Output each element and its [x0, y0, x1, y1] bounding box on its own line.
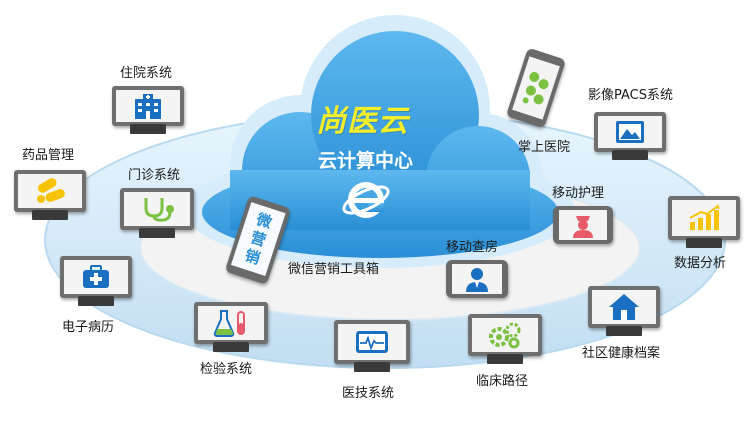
- tablet-mobile-nursing: [553, 206, 613, 244]
- growth-chart-icon: [689, 204, 720, 230]
- nurse-icon: [573, 216, 593, 238]
- label-data-analysis: 数据分析: [674, 256, 727, 271]
- stethoscope-icon: [144, 198, 174, 222]
- monitor-pacs: [594, 112, 666, 160]
- monitor-lab: [194, 302, 268, 352]
- monitor-pharmacy: [14, 170, 86, 220]
- ie-logo-icon: [342, 182, 390, 218]
- label-mobile-rounds: 移动查房: [446, 240, 499, 255]
- people-group-icon: [522, 71, 549, 105]
- label-medical-tech: 医技系统: [342, 386, 395, 401]
- monitor-emr: [60, 256, 132, 306]
- label-mobile-hospital: 掌上医院: [518, 140, 571, 155]
- gears-icon: [489, 322, 521, 349]
- label-pacs: 影像PACS系统: [588, 88, 674, 103]
- monitor-outpatient: [120, 188, 194, 238]
- image-icon: [616, 121, 644, 143]
- cloud-subtitle: 云计算中心: [318, 150, 414, 172]
- label-mobile-nursing: 移动护理: [552, 186, 605, 201]
- home-icon: [609, 294, 639, 320]
- label-clinical-path: 临床路径: [476, 374, 529, 389]
- doctor-icon: [466, 268, 488, 292]
- medical-kit-icon: [83, 265, 109, 288]
- label-lab: 检验系统: [200, 362, 253, 377]
- phone-mobile-hospital: [505, 47, 567, 129]
- lab-flask-icon: [213, 310, 245, 337]
- wechat-char-3: 销: [242, 245, 263, 268]
- hospital-icon: [135, 94, 161, 119]
- monitor-medical-tech: [334, 320, 410, 372]
- label-community-health: 社区健康档案: [582, 346, 661, 361]
- monitor-clinical-path: [468, 314, 542, 364]
- label-inpatient: 住院系统: [120, 66, 173, 81]
- monitor-community-health: [588, 286, 660, 336]
- label-pharmacy: 药品管理: [22, 148, 75, 163]
- monitor-inpatient: [112, 86, 184, 134]
- brand-title: 尚医云: [316, 104, 409, 139]
- ecg-monitor-icon: [356, 331, 388, 353]
- label-outpatient: 门诊系统: [128, 168, 181, 183]
- label-emr: 电子病历: [62, 320, 115, 335]
- tablet-mobile-rounds: [446, 260, 508, 298]
- label-wechat-marketing: 微信营销工具箱: [288, 262, 380, 277]
- monitor-data-analysis: [668, 196, 740, 248]
- pills-icon: [37, 178, 65, 203]
